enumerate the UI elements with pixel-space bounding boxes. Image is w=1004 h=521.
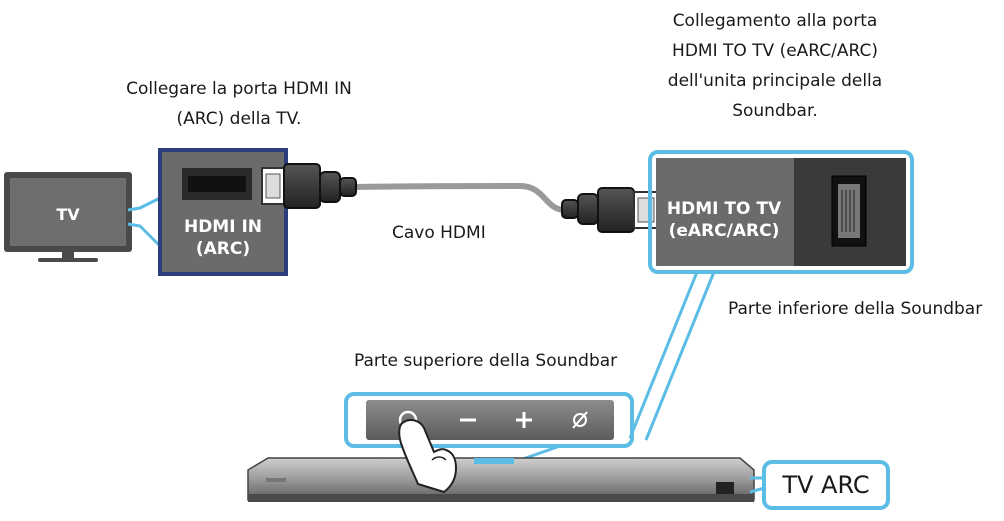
soundbar-instruction-line1: Collegamento alla porta bbox=[672, 11, 878, 31]
soundbar-top-label: Parte superiore della Soundbar bbox=[354, 351, 618, 371]
soundbar-body bbox=[247, 457, 755, 502]
tv-instruction-line1: Collegare la porta HDMI IN bbox=[126, 79, 352, 99]
soundbar-bottom-label: Parte inferiore della Soundbar bbox=[728, 299, 983, 319]
hdmi-plug-left bbox=[261, 163, 357, 209]
cable-label: Cavo HDMI bbox=[392, 223, 486, 243]
soundbar-instruction-line3: dell'unita principale della bbox=[667, 71, 883, 91]
soundbar-instruction: Collegamento alla porta HDMI TO TV (eARC… bbox=[640, 6, 910, 126]
plus-icon bbox=[516, 412, 532, 428]
finger-hand-icon bbox=[398, 419, 458, 494]
tv-port-label-line1: HDMI IN bbox=[184, 217, 262, 237]
mic-off-icon bbox=[572, 411, 588, 429]
tv-instruction-line2: (ARC) della TV. bbox=[176, 109, 302, 129]
tv-arc-badge-label: TV ARC bbox=[782, 471, 870, 499]
hdmi-cable bbox=[355, 182, 566, 213]
tv-arc-badge bbox=[762, 460, 890, 510]
soundbar-port-label-line1: HDMI TO TV bbox=[667, 199, 782, 219]
tv-instruction: Collegare la porta HDMI IN (ARC) della T… bbox=[104, 74, 374, 134]
tv-icon: TV bbox=[4, 172, 132, 262]
tv-label: TV bbox=[56, 205, 80, 224]
tv-port-label-line2: (ARC) bbox=[196, 239, 250, 259]
soundbar-instruction-line2: HDMI TO TV (eARC/ARC) bbox=[672, 41, 878, 61]
hdmi-plug-right bbox=[561, 187, 659, 233]
tv-callout-line bbox=[127, 196, 161, 212]
soundbar-top-panel bbox=[344, 392, 634, 448]
bottom-callout-line bbox=[628, 271, 699, 439]
soundbar-bottom-panel: HDMI TO TV (eARC/ARC) bbox=[648, 150, 914, 274]
soundbar-instruction-line4: Soundbar. bbox=[732, 101, 818, 121]
soundbar-port-label-line2: (eARC/ARC) bbox=[669, 221, 780, 241]
